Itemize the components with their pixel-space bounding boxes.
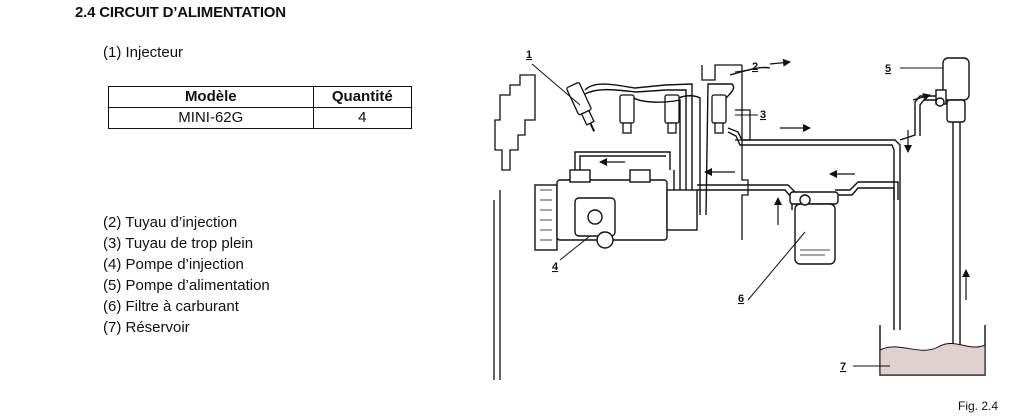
section-title: 2.4 CIRCUIT D’ALIMENTATION bbox=[75, 4, 286, 21]
component-list: (2) Tuyau d’injection (3) Tuyau de trop … bbox=[103, 212, 270, 338]
header-model: Modèle bbox=[108, 86, 314, 108]
header-quantity: Quantité bbox=[312, 86, 413, 108]
callout-2: 2 bbox=[752, 61, 758, 73]
callout-6: 6 bbox=[738, 293, 744, 305]
injection-pump-body bbox=[534, 169, 698, 251]
injector-heading: (1) Injecteur bbox=[103, 44, 184, 61]
spec-table-header-row: Modèle Quantité bbox=[108, 86, 413, 108]
spec-table: Modèle Quantité MINI-62G 4 bbox=[108, 86, 413, 129]
fuel-filter bbox=[789, 191, 839, 265]
list-item: (2) Tuyau d’injection bbox=[103, 214, 238, 231]
fuel-reservoir bbox=[879, 325, 986, 376]
injector-group bbox=[566, 82, 727, 134]
callout-1: 1 bbox=[526, 49, 532, 61]
fuel-circuit-diagram: 1 2 3 4 5 6 7 bbox=[493, 49, 986, 380]
figure-label: Fig. 2.4 bbox=[958, 399, 999, 413]
callout-7: 7 bbox=[840, 361, 846, 373]
overflow-pipe bbox=[727, 66, 901, 200]
callout-5: 5 bbox=[885, 63, 891, 75]
engine-block-outline bbox=[493, 64, 751, 380]
list-item: (6) Filtre à carburant bbox=[103, 298, 239, 315]
cell-quantity: 4 bbox=[312, 107, 413, 129]
callout-leaders bbox=[531, 63, 943, 367]
table-row: MINI-62G 4 bbox=[108, 107, 413, 129]
list-item: (5) Pompe d’alimentation bbox=[103, 277, 270, 294]
list-item: (4) Pompe d’injection bbox=[103, 256, 244, 273]
callout-3: 3 bbox=[760, 109, 766, 121]
list-item: (7) Réservoir bbox=[103, 319, 190, 336]
tank-pipes bbox=[893, 95, 961, 370]
list-item: (3) Tuyau de trop plein bbox=[103, 235, 254, 252]
flow-arrows bbox=[599, 58, 970, 300]
feed-pump bbox=[935, 57, 970, 123]
cell-model: MINI-62G bbox=[108, 107, 314, 129]
callout-4: 4 bbox=[552, 261, 559, 273]
